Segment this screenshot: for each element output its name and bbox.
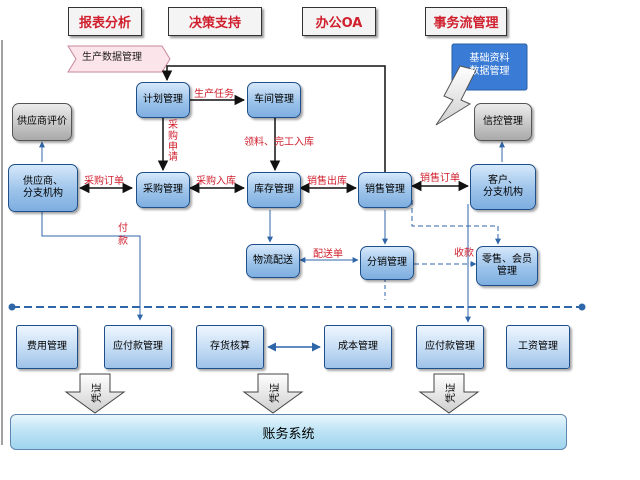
- voucher-arrow-3: [418, 373, 480, 414]
- workshop-management-node[interactable]: 车间管理: [247, 82, 301, 118]
- voucher-label-1: 凭证: [92, 383, 103, 403]
- flow-label-material-inbound: 领料、完工入库: [244, 137, 314, 148]
- flow-label-collection: 收款: [454, 248, 474, 259]
- plan-management-node[interactable]: 计划管理: [136, 82, 190, 118]
- cost-management-module[interactable]: 成本管理: [324, 325, 392, 369]
- credit-control-node[interactable]: 信控管理: [474, 103, 532, 141]
- flow-label-sales-order: 销售订单: [420, 173, 460, 184]
- payable-management-module[interactable]: 应付款管理: [104, 325, 172, 369]
- flow-label-purchase-inbound: 采购入库: [196, 176, 236, 187]
- receivable-management-module[interactable]: 应付款管理: [416, 325, 484, 369]
- tab-decision-support[interactable]: 决策支持: [168, 7, 262, 36]
- inventory-management-node[interactable]: 库存管理: [247, 172, 301, 208]
- stock-accounting-module[interactable]: 存货核算: [196, 325, 264, 369]
- voucher-label-2: 凭证: [270, 383, 281, 403]
- logistics-delivery-node[interactable]: 物流配送: [246, 244, 300, 278]
- expense-management-module[interactable]: 费用管理: [16, 325, 78, 369]
- tab-report-analysis[interactable]: 报表分析: [68, 7, 142, 36]
- sales-management-node[interactable]: 销售管理: [358, 172, 412, 208]
- basic-data-pointer-arrow: [435, 65, 477, 126]
- flow-label-sales-outbound: 销售出库: [307, 176, 347, 187]
- supplier-branch-node[interactable]: 供应商、 分支机构: [8, 164, 78, 212]
- production-data-label: 生产数据管理: [82, 52, 142, 63]
- supplier-evaluation-node[interactable]: 供应商评价: [12, 103, 72, 141]
- flow-label-purchase-order: 采购订单: [84, 176, 124, 187]
- flow-label-delivery-note: 配送单: [313, 249, 343, 260]
- purchase-management-node[interactable]: 采购管理: [136, 172, 190, 208]
- salary-management-module[interactable]: 工资管理: [506, 325, 570, 369]
- accounting-system-label: 账务系统: [262, 426, 315, 442]
- accounting-system-bar[interactable]: 账务系统: [10, 414, 567, 450]
- flow-label-payment: 付 款: [118, 223, 128, 247]
- tab-workflow-management[interactable]: 事务流管理: [425, 7, 507, 36]
- retail-member-node[interactable]: 零售、会员 管理: [476, 246, 538, 286]
- basic-data-label: 基础资料 数据管理: [469, 53, 510, 77]
- flow-label-production-task: 生产任务: [194, 89, 234, 100]
- flow-label-purchase-request: 采 购 申 请: [168, 120, 178, 164]
- voucher-label-3: 凭证: [446, 383, 457, 403]
- voucher-arrow-1: [64, 373, 126, 414]
- distribution-management-node[interactable]: 分销管理: [360, 246, 414, 280]
- voucher-arrow-2: [242, 373, 304, 414]
- customer-branch-node[interactable]: 客户、 分支机构: [470, 164, 536, 210]
- tab-office-oa[interactable]: 办公OA: [302, 7, 376, 36]
